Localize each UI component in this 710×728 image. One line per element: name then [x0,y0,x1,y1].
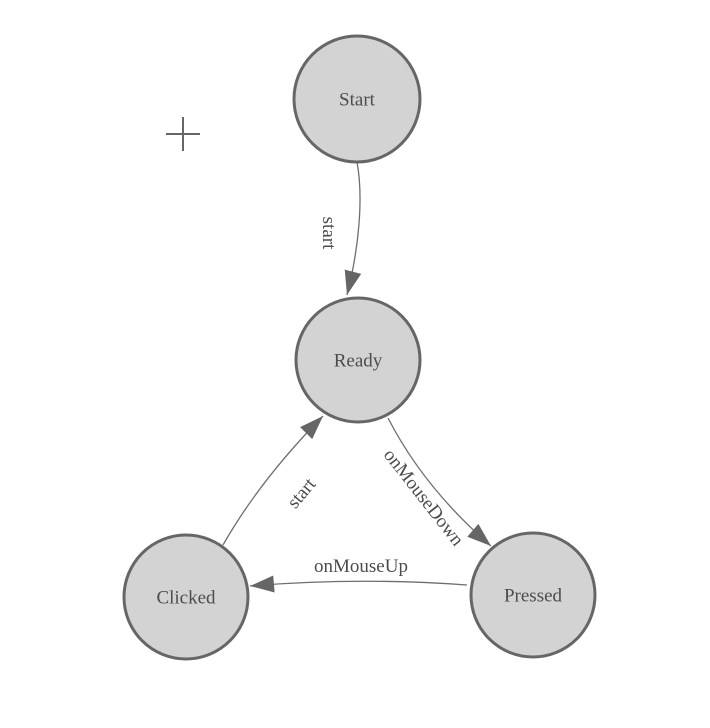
state-label-pressed: Pressed [504,586,563,607]
edge-pressed-to-clicked[interactable] [249,575,468,593]
edge-clicked-to-ready[interactable] [222,415,324,546]
state-node-start[interactable]: Start [292,34,422,164]
edge-start-to-ready[interactable] [344,161,362,296]
state-label-ready: Ready [334,351,383,372]
state-node-ready[interactable]: Ready [294,296,422,424]
edge-label-onmousedown: onMouseDown [379,445,468,551]
edge-label-onmouseup: onMouseUp [314,556,408,577]
edge-ready-to-pressed[interactable] [387,417,492,547]
origin-crosshair-icon [166,117,200,151]
state-node-pressed[interactable]: Pressed [469,531,597,659]
state-label-start: Start [339,90,376,111]
state-node-clicked[interactable]: Clicked [122,533,250,661]
edge-label-start-bottom: start [283,474,321,513]
edge-label-start-top: start [318,217,339,250]
state-label-clicked: Clicked [156,588,216,609]
